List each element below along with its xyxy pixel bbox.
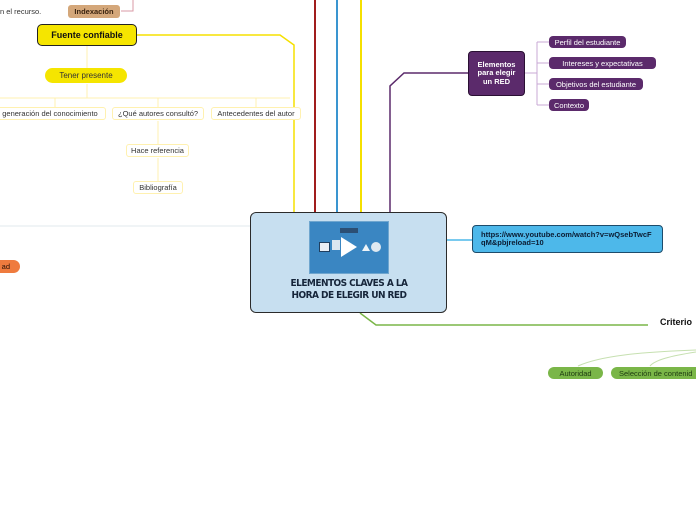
indexacion-prev-text: n el recurso. <box>0 6 42 16</box>
elementos-branch-line <box>389 72 468 212</box>
criterios-node[interactable]: Criterio <box>660 316 693 327</box>
thumbnail-top-bar <box>339 228 358 233</box>
elementos-node[interactable]: Elementos para elegir un RED <box>468 51 525 96</box>
elementos-children-lines <box>525 41 549 106</box>
criterios-branch-line <box>359 312 648 326</box>
generacion-conocimiento-node[interactable]: generación del conocimiento <box>0 107 106 120</box>
contexto-node[interactable]: Contexto <box>549 99 589 111</box>
video-thumbnail[interactable] <box>308 221 389 274</box>
thumbnail-doc-icon <box>331 240 340 250</box>
left-orange-node[interactable]: ad <box>0 260 20 273</box>
indexacion-node[interactable]: Indexación <box>68 5 120 18</box>
central-topic-node[interactable]: ELEMENTOS CLAVES A LA HORA DE ELEGIR UN … <box>250 212 447 313</box>
bibliografia-node[interactable]: Bibliografía <box>133 181 183 194</box>
video-link-node[interactable]: https://www.youtube.com/watch?v=wQsebTwc… <box>472 225 663 253</box>
tener-presente-node[interactable]: Tener presente <box>45 68 127 83</box>
thumbnail-chart-icon <box>361 244 370 251</box>
fuente-confiable-node[interactable]: Fuente confiable <box>37 24 137 46</box>
autoridad-node[interactable]: Autoridad <box>548 367 603 379</box>
seleccion-contenido-node[interactable]: Selección de contenid <box>611 367 696 379</box>
intereses-expectativas-node[interactable]: Intereses y expectativas <box>549 57 656 69</box>
hace-referencia-node[interactable]: Hace referencia <box>126 144 189 157</box>
perfil-estudiante-node[interactable]: Perfil del estudiante <box>549 36 626 48</box>
thumbnail-globe-icon <box>370 242 381 252</box>
central-topic-title: ELEMENTOS CLAVES A LA HORA DE ELEGIR UN … <box>290 278 407 301</box>
fuente-branch-line <box>137 34 295 212</box>
criterios-children-lines <box>577 349 696 367</box>
autores-consulto-node[interactable]: ¿Qué autores consultó? <box>112 107 204 120</box>
play-icon[interactable] <box>340 237 357 257</box>
thumbnail-image-icon <box>318 242 330 252</box>
fuente-subtree-lines <box>0 46 290 181</box>
objetivos-estudiante-node[interactable]: Objetivos del estudiante <box>549 78 643 90</box>
indexacion-line <box>121 0 134 12</box>
antecedentes-autor-node[interactable]: Antecedentes del autor <box>211 107 301 120</box>
